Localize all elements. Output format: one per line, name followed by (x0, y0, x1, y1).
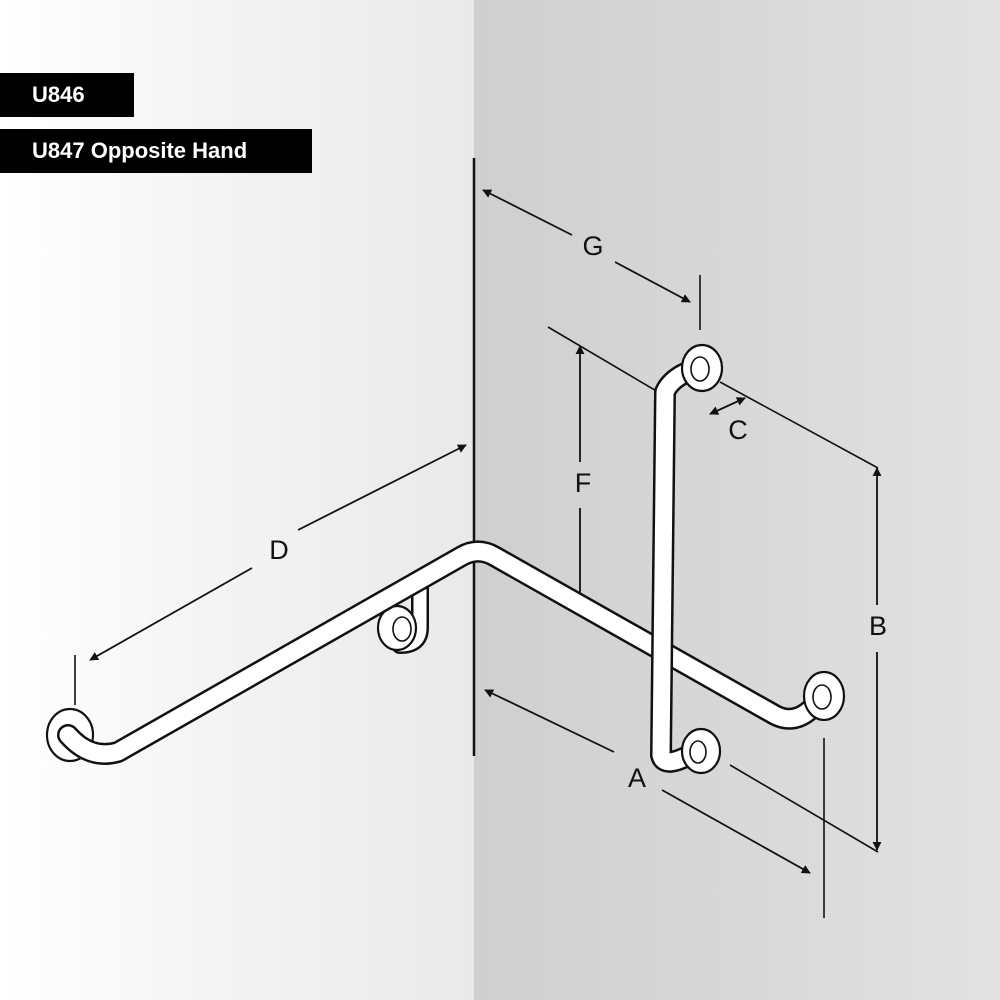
right-wall (474, 0, 1000, 1000)
model-badge-u847: U847 Opposite Hand (0, 129, 312, 173)
dimension-label-b: B (869, 611, 887, 641)
right-end-flange (802, 670, 846, 722)
model-badge-u846: U846 (0, 73, 134, 117)
dimension-label-a: A (628, 763, 646, 793)
bottom-flange (680, 727, 722, 775)
horizontal-rail (59, 543, 831, 763)
dimension-label-g: G (582, 231, 603, 261)
vertical-rail (652, 359, 707, 771)
extension-lines (74, 275, 879, 918)
rear-flange (376, 576, 429, 654)
dimension-label-d: D (269, 535, 289, 565)
grab-bar (45, 343, 846, 775)
dimension-label-f: F (575, 468, 592, 498)
top-flange (680, 343, 724, 393)
dimension-label-c: C (728, 415, 748, 445)
dimension-lines (89, 189, 882, 874)
